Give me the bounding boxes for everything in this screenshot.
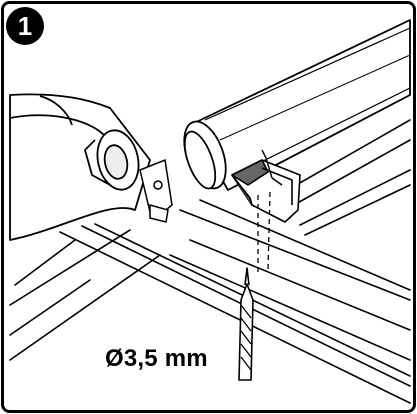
- drill-diameter-label: Ø3,5 mm: [105, 345, 208, 372]
- rail-track: [9, 223, 411, 404]
- step-number-badge: 1: [6, 7, 44, 45]
- bracket-screw: [261, 149, 273, 179]
- roller-tube: [183, 19, 411, 191]
- drill-bit-icon: [238, 267, 254, 381]
- drill-guide-lines: [257, 191, 271, 275]
- mounting-bracket: [231, 159, 301, 223]
- motor-housing: [9, 93, 151, 241]
- linkage-part: [139, 158, 173, 223]
